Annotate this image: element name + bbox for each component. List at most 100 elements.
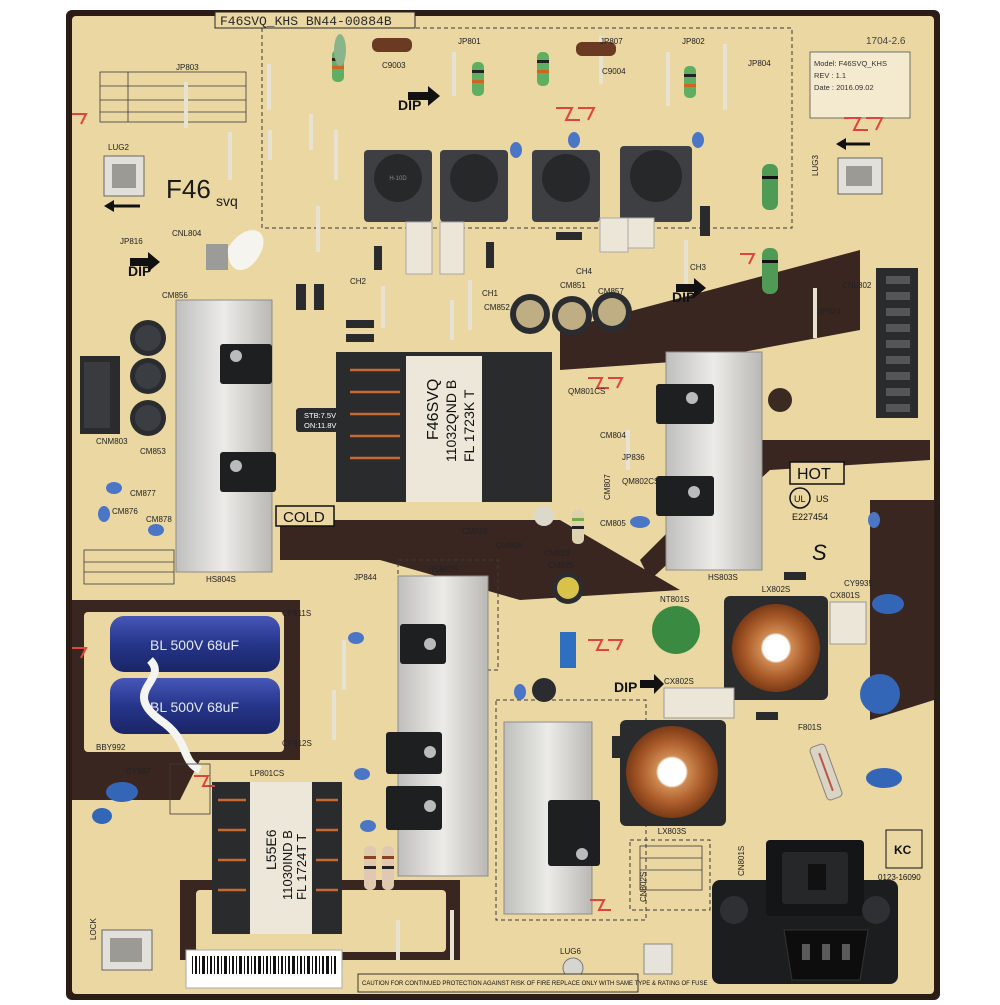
svg-text:CX802S: CX802S [664, 677, 694, 686]
power-transistors [220, 344, 714, 866]
svg-text:F46: F46 [166, 174, 211, 204]
info-line1: Model: F46SVQ_KHS [814, 59, 887, 68]
svg-text:CX801S: CX801S [830, 591, 860, 600]
svg-text:CM805: CM805 [600, 519, 626, 528]
toroid-choke-lx802s: LX802S [724, 585, 828, 700]
svg-text:CY997: CY997 [126, 767, 151, 776]
svg-text:DIP: DIP [614, 679, 637, 695]
svg-text:JP836: JP836 [622, 453, 645, 462]
ground-pour-top [560, 250, 860, 370]
standby-label-3: FL 1724T T [294, 834, 309, 900]
output-inductors: H-10D [364, 146, 692, 222]
part-number-box: F46SVQ_KHS BN44-00884B [214, 11, 416, 29]
svg-text:CNL804: CNL804 [172, 229, 202, 238]
svg-text:CP811S: CP811S [282, 609, 311, 618]
info-line2: REV : 1.1 [814, 71, 846, 80]
svg-text:CM804: CM804 [600, 431, 626, 440]
svg-text:COLD: COLD [283, 509, 325, 526]
svg-text:LUG3: LUG3 [811, 155, 820, 176]
info-label: Model: F46SVQ_KHS REV : 1.1 Date : 2016.… [809, 36, 911, 119]
diodes [296, 206, 806, 758]
svg-text:CN801S: CN801S [737, 846, 746, 876]
svg-text:LUG6: LUG6 [560, 947, 581, 956]
svg-text:JP824: JP824 [818, 307, 841, 316]
svg-text:QM806: QM806 [496, 541, 523, 550]
svg-text:CAUTION FOR CONTINUED PROTECTI: CAUTION FOR CONTINUED PROTECTION AGAINST… [362, 981, 708, 987]
red-inspection-stamps [72, 107, 884, 911]
date-stamp: 1704-2.6 [866, 36, 906, 47]
bonding-table [83, 549, 211, 815]
transformer-label-2: 11032QND B [443, 380, 459, 462]
svg-text:JP807: JP807 [600, 37, 623, 46]
svg-text:CM878: CM878 [146, 515, 172, 524]
jumper-wires [184, 36, 817, 960]
lock-label: LOCK [89, 918, 98, 940]
ground-pour-right [870, 500, 934, 720]
transformer-label-3: FL 1723K T [461, 389, 477, 462]
svg-text:HS803S: HS803S [708, 573, 738, 582]
connector-cnl802: CNL802 [842, 268, 918, 418]
svg-text:BBY992: BBY992 [96, 743, 126, 752]
connector-cnl804: CNL804 [172, 229, 264, 271]
svg-text:C9004: C9004 [602, 67, 626, 76]
svg-text:LX802S: LX802S [762, 585, 790, 594]
svg-text:CH2: CH2 [350, 277, 367, 286]
input-rating-table [639, 845, 703, 891]
x-capacitors: CX801S CX802S [663, 591, 867, 719]
ceramic-caps [334, 34, 346, 66]
svg-text:QM802CS: QM802CS [622, 477, 659, 486]
film-capacitors [372, 38, 616, 56]
svg-text:CH3: CH3 [690, 263, 707, 272]
svg-text:0123-16090: 0123-16090 [878, 873, 921, 882]
svg-text:CN802S: CN802S [639, 872, 648, 902]
dip-marker-3: DIP [672, 278, 706, 305]
svg-text:CY9935: CY9935 [844, 579, 873, 588]
svg-text:QM801CS: QM801CS [568, 387, 605, 396]
toroid-choke-lx803s: LX803S [620, 720, 726, 836]
part-number-text: F46SVQ_KHS BN44-00884B [220, 14, 392, 29]
svg-text:CM828: CM828 [462, 527, 488, 536]
svg-text:HOT: HOT [797, 466, 831, 483]
svg-text:US: US [816, 494, 829, 504]
svg-text:JP801: JP801 [458, 37, 481, 46]
svg-text:C9003: C9003 [382, 61, 406, 70]
lug3-connector: LUG3 [811, 138, 883, 195]
svg-text:H-10D: H-10D [389, 176, 407, 182]
svg-text:E227454: E227454 [792, 512, 828, 522]
svg-text:S: S [812, 540, 827, 565]
svg-text:CP812S: CP812S [282, 739, 312, 748]
svg-text:CH1: CH1 [482, 289, 499, 298]
connector-cnm803: CNM803 [80, 356, 128, 446]
svg-text:JP844: JP844 [354, 573, 377, 582]
connector-cn802s: CN802S [639, 872, 673, 975]
standby-transformer: L55E6 11030IND B FL 1724T T LP801CS [212, 769, 342, 934]
bulk-cap-label-1: BL 500V 68uF [150, 637, 239, 653]
svg-text:STB:7.5V: STB:7.5V [304, 411, 336, 420]
stb-label: STB:7.5V ON:11.8V [296, 408, 346, 432]
svg-text:HS802S: HS802S [428, 565, 458, 574]
caution-label: CAUTION FOR CONTINUED PROTECTION AGAINST… [357, 973, 708, 993]
designator-labels: JP803 JP801 JP807 JP802 JP804 JP816 JP82… [96, 37, 873, 776]
svg-text:UL: UL [794, 494, 806, 504]
kc-mark: KC 0123-16090 [878, 829, 923, 882]
svg-text:F801S: F801S [798, 723, 822, 732]
svg-text:JP816: JP816 [120, 237, 143, 246]
transformer-label-1: F46SVQ [425, 379, 442, 440]
smd-caps [405, 217, 655, 275]
svg-text:CNL802: CNL802 [842, 281, 872, 290]
svg-text:LP801CS: LP801CS [250, 769, 284, 778]
svg-text:CM853: CM853 [140, 447, 166, 456]
svg-text:DIP: DIP [128, 263, 151, 279]
svg-text:CM823: CM823 [544, 549, 570, 558]
barcode-sticker [185, 949, 343, 989]
ul-certification: UL US E227454 S [789, 487, 829, 565]
svg-text:CM807: CM807 [603, 474, 612, 500]
ntc-thermistor: NT801S [652, 595, 700, 654]
svg-text:CM825: CM825 [548, 561, 574, 570]
svg-text:ON:11.8V: ON:11.8V [304, 421, 336, 430]
svg-text:CM877: CM877 [130, 489, 156, 498]
dip-marker-1: DIP [398, 86, 440, 113]
svg-text:JP802: JP802 [682, 37, 705, 46]
